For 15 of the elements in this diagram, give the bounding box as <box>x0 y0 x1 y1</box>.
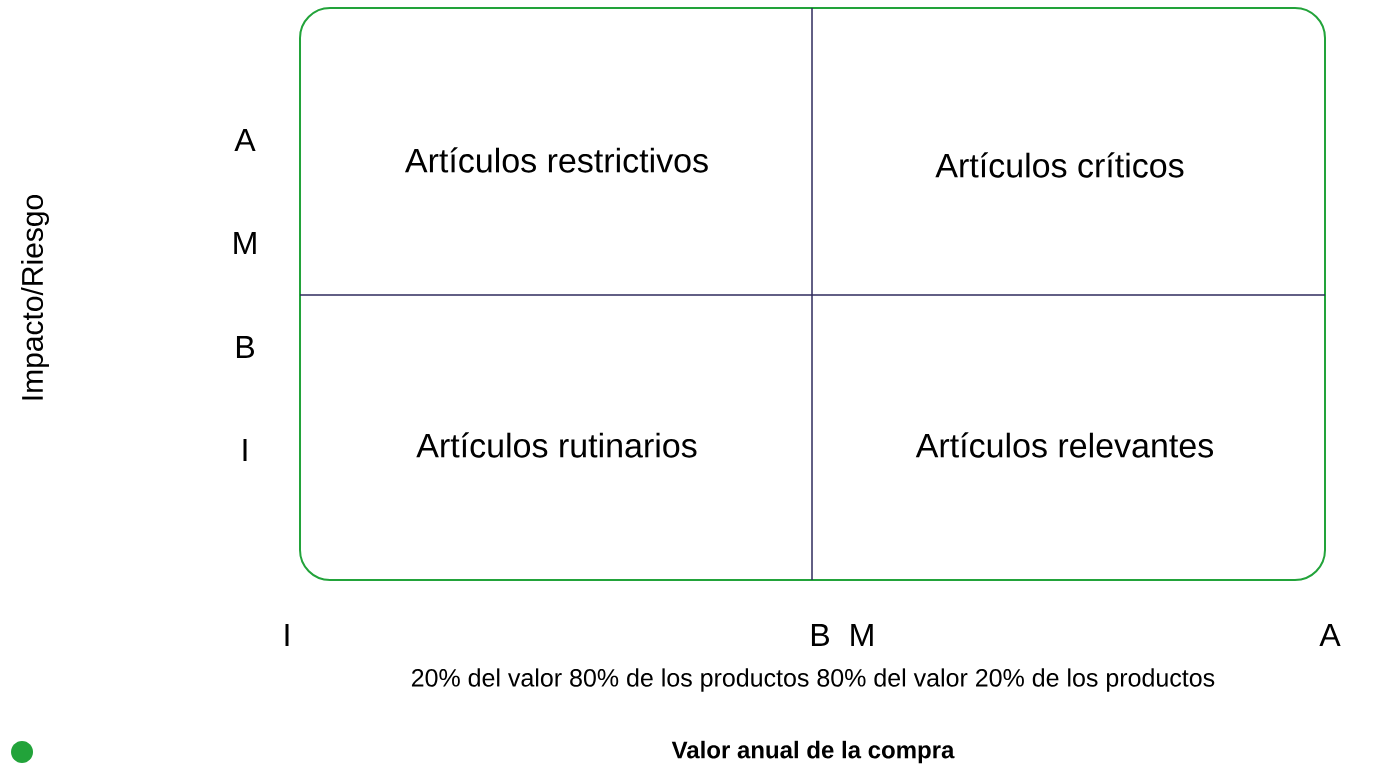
axis-title: Valor anual de la compra <box>671 740 955 764</box>
quadrant-cell: Artículos restrictivos <box>405 147 708 173</box>
quadrant-cell: Artículos críticos <box>935 152 1184 178</box>
axis-tick-label: A <box>1319 624 1341 646</box>
axis-tick-label: A <box>234 129 256 151</box>
axis-tick-label: I <box>243 439 247 461</box>
axis-tick-label: B <box>236 336 254 358</box>
axis-title: Impacto/Riesgo <box>21 195 49 400</box>
axis-tick-label: M <box>851 624 873 646</box>
axis-tick-label: M <box>234 232 256 254</box>
quadrant-cell: Artículos rutinarios <box>416 432 697 458</box>
axis-tick-label: I <box>285 624 289 646</box>
axis-tick-label: B <box>811 624 829 646</box>
axis-note: 20% del valor 80% de los productos 80% del valor 20% de los productos <box>411 668 1215 692</box>
quadrant-cell: Artículos relevantes <box>915 432 1213 458</box>
